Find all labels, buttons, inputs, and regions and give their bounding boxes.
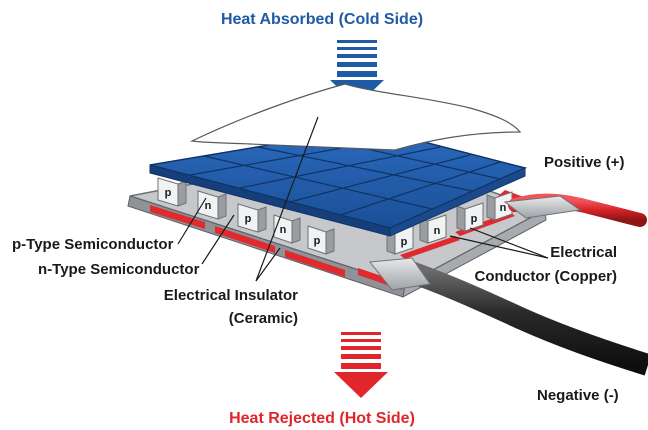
insulator-label-line1: Electrical Insulator [164,287,298,304]
pellet-row-front-right: p n p n [386,191,513,255]
leader-lines [177,116,549,282]
heat-rejected-label: Heat Rejected (Hot Side) [229,410,415,427]
insulator-label-line2: (Ceramic) [229,310,298,327]
conductor-label-line1: Electrical [550,244,617,261]
pellet-p-label: p [471,213,478,225]
heat-absorbed-cloud [189,83,522,151]
pellet-n-label: n [205,200,212,212]
pellet-p-label: p [165,187,172,199]
p-type-label: p-Type Semiconductor [12,236,174,253]
pellet-p-label: p [401,236,408,248]
heat-rejected-arrow-icon [334,332,388,398]
pellet-n-label: n [280,224,287,236]
pellet-n-label: n [434,225,441,237]
pellet-row-front-left: p n p n p [157,177,335,255]
positive-label: Positive (+) [544,154,624,171]
n-type-label: n-Type Semiconductor [38,261,200,278]
top-ceramic-plate [149,127,528,237]
heat-absorbed-label: Heat Absorbed (Cold Side) [221,11,423,28]
pellet-p-label: p [245,213,252,225]
conductor-label-line2: Conductor (Copper) [475,268,617,285]
pellet-n-label: n [500,202,507,214]
positive-wire [503,193,647,227]
pellet-p-label: p [314,235,321,247]
negative-label: Negative (-) [537,387,619,404]
negative-wire [369,257,648,376]
